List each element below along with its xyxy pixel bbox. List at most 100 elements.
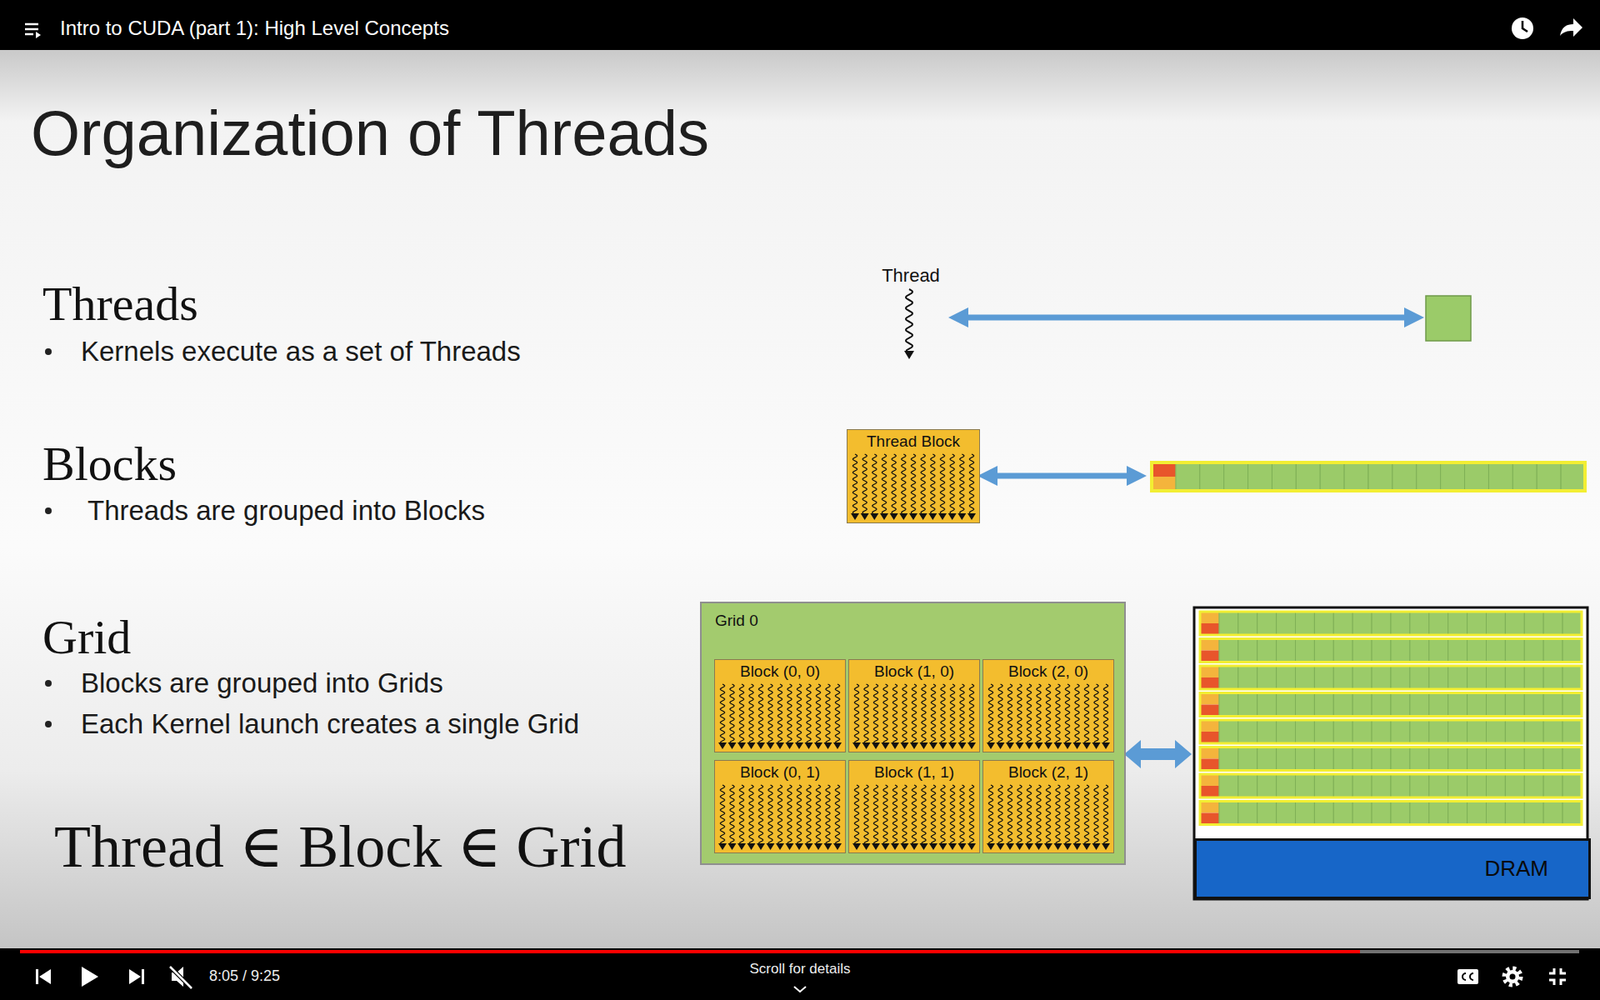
next-icon xyxy=(129,969,145,985)
memory-cell xyxy=(1238,693,1258,717)
memory-cell xyxy=(1390,801,1410,825)
thread-squiggle xyxy=(883,785,888,844)
thread-arrowhead xyxy=(890,843,900,850)
memory-cell xyxy=(1562,639,1582,663)
memory-cell xyxy=(1410,747,1430,771)
thread-label: Thread xyxy=(881,265,940,287)
box-label: Block (0, 0) xyxy=(720,662,840,682)
thread-arrowhead xyxy=(910,843,919,850)
memory-cell xyxy=(1536,462,1561,491)
memory-cell xyxy=(1505,693,1525,717)
thread-arrowhead xyxy=(1005,742,1015,750)
thread-squiggle xyxy=(787,684,792,743)
thread-arrowhead xyxy=(929,742,938,750)
thread-squiggle xyxy=(930,454,935,514)
icon-triangle xyxy=(129,969,141,985)
thread-arrowhead xyxy=(986,742,995,750)
memory-cell xyxy=(1448,693,1468,717)
memory-cell xyxy=(1333,665,1353,690)
thread-arrowhead xyxy=(899,513,908,520)
memory-cell xyxy=(1390,747,1410,771)
thread-squiggle xyxy=(910,454,915,514)
thread-squiggle xyxy=(815,785,820,844)
thread-squiggle xyxy=(720,785,725,844)
memory-cell xyxy=(1448,774,1468,798)
thread-arrowhead xyxy=(996,742,1005,750)
thread-squiggle xyxy=(988,785,993,844)
scroll-chevron xyxy=(794,986,806,992)
progress-remaining xyxy=(1360,950,1580,954)
thread-arrowhead xyxy=(881,843,890,850)
memory-cell xyxy=(1200,462,1225,491)
thread-arrowhead xyxy=(957,513,966,520)
memory-cell xyxy=(1257,665,1277,690)
thread-squiggle xyxy=(921,785,926,844)
memory-cell xyxy=(1257,774,1277,798)
thread-squiggle xyxy=(1065,684,1070,743)
memory-cell xyxy=(1371,639,1391,663)
memory-cell xyxy=(1562,720,1582,744)
thread-squiggle xyxy=(777,785,782,844)
memory-cell xyxy=(1257,801,1277,825)
memory-cell-used xyxy=(1200,720,1220,732)
memory-cell xyxy=(1429,693,1449,717)
memory-cell-used xyxy=(1200,801,1220,814)
memory-cell xyxy=(1429,611,1449,635)
memory-cell xyxy=(1467,801,1487,825)
thread-arrowhead xyxy=(1044,742,1053,750)
thread-squiggle xyxy=(902,785,907,844)
thread-arrowhead xyxy=(1063,843,1072,850)
cc-mark xyxy=(1470,973,1474,980)
thread-squiggle xyxy=(1103,684,1108,743)
thread-arrowhead xyxy=(814,843,823,850)
memory-cell xyxy=(1543,774,1563,798)
memory-cell xyxy=(1467,665,1487,690)
memory-cell xyxy=(1524,693,1544,717)
icon-line xyxy=(25,28,39,31)
memory-cell xyxy=(1314,720,1334,744)
thread-arrowhead xyxy=(880,513,889,520)
thread-arrowhead xyxy=(996,843,1005,850)
memory-cell-used xyxy=(1200,677,1220,690)
dram-band: DRAM xyxy=(1194,838,1591,900)
memory-cell xyxy=(1543,611,1563,635)
thread-squiggle xyxy=(883,684,888,743)
memory-cell xyxy=(1219,665,1239,690)
thread-squiggle xyxy=(911,684,916,743)
memory-row-outline xyxy=(1200,774,1582,798)
memory-cell xyxy=(1295,693,1315,717)
thread-arrowhead xyxy=(929,843,938,850)
thread-arrowhead xyxy=(756,742,765,750)
memory-cell xyxy=(1238,747,1258,771)
playlist-icon xyxy=(25,24,41,39)
thread-squiggle xyxy=(892,785,897,844)
memory-cell xyxy=(1238,639,1258,663)
box-label: Block (2, 0) xyxy=(988,662,1109,682)
memory-cell xyxy=(1410,720,1430,744)
memory-cell xyxy=(1314,693,1334,717)
thread-arrowhead xyxy=(900,742,910,750)
thread-arrowhead xyxy=(948,513,957,520)
memory-cell-used xyxy=(1200,785,1220,798)
memory-cell xyxy=(1276,611,1296,635)
thread-arrowhead xyxy=(850,513,860,520)
thread-squiggle xyxy=(969,454,974,514)
thread-squiggle xyxy=(1055,785,1060,844)
memory-cell xyxy=(1543,693,1563,717)
memory-cell xyxy=(1410,801,1430,825)
thread-squiggle xyxy=(950,454,955,514)
thread-squiggle xyxy=(891,454,896,514)
thread-squiggle xyxy=(777,684,782,743)
thread-squiggle xyxy=(998,785,1003,844)
memory-cell xyxy=(1333,693,1353,717)
bullet-dot xyxy=(45,348,52,355)
thread-arrowhead xyxy=(986,843,995,850)
thread-squiggle xyxy=(1084,785,1089,844)
thread-arrowhead xyxy=(766,843,775,850)
memory-cell xyxy=(1238,774,1258,798)
memory-cell xyxy=(1238,665,1258,690)
icon-line xyxy=(25,33,34,36)
thread-squiggle xyxy=(787,785,792,844)
memory-cell xyxy=(1219,801,1239,825)
